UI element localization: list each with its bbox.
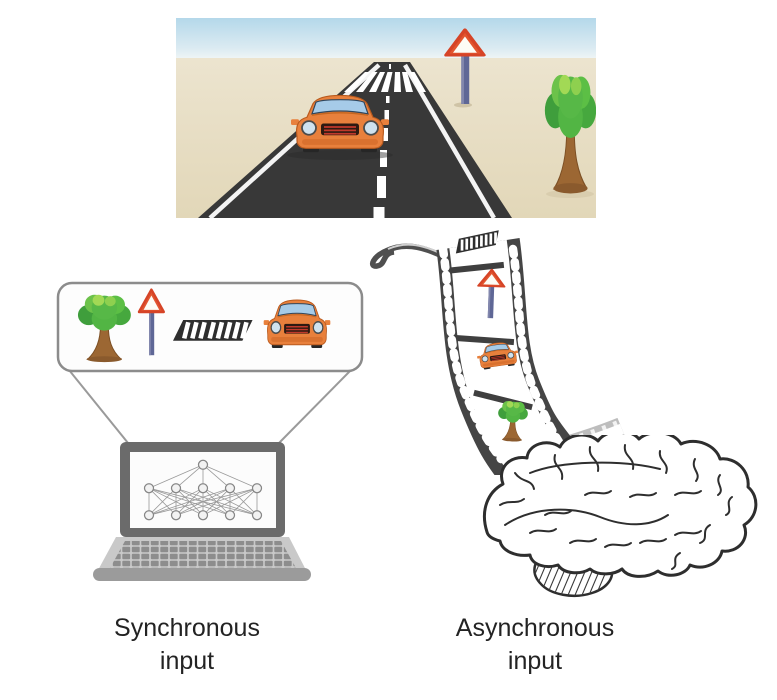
- caption-synchronous: Synchronous input: [72, 612, 302, 678]
- callout-crosswalk-icon: [173, 320, 253, 341]
- caption-asynchronous-line2: input: [507, 647, 563, 675]
- road-scene-illustration: [176, 18, 596, 218]
- caption-synchronous-line1: Synchronous: [114, 614, 260, 642]
- film-curl-icon: [369, 243, 446, 269]
- caption-asynchronous: Asynchronous input: [420, 612, 650, 678]
- brain-gyri: [499, 444, 733, 570]
- crosswalk-icon: [344, 72, 426, 92]
- caption-synchronous-line2: input: [159, 647, 215, 675]
- car-shadow: [287, 150, 393, 160]
- sky: [176, 18, 596, 62]
- laptop-base-front: [93, 568, 311, 581]
- caption-asynchronous-line1: Asynchronous: [455, 614, 615, 642]
- laptop-keyboard: [110, 541, 296, 568]
- dashed-center-line-icon: [373, 64, 391, 218]
- brain-illustration: [482, 435, 758, 597]
- cerebrum-outline: [482, 435, 758, 578]
- laptop: [93, 442, 311, 581]
- callout-funnel: [68, 369, 352, 444]
- film-sprocket-holes: [438, 244, 576, 464]
- synchronous-branch: [56, 281, 364, 581]
- neural-network-icon: [143, 459, 263, 521]
